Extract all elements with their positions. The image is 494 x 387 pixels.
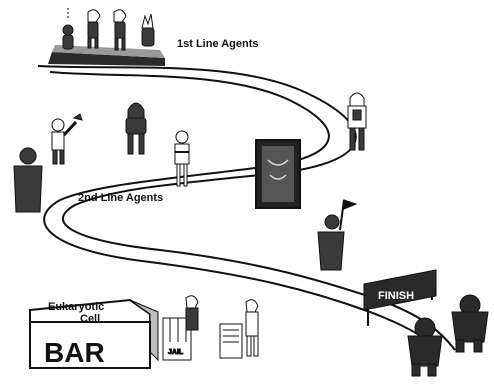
agent-flag-bearer xyxy=(317,199,358,271)
building-label-top: Eukaryotic xyxy=(48,301,104,313)
building: Eukaryotic Cell BAR xyxy=(29,298,159,369)
first-line-agent-1 xyxy=(62,8,74,50)
finish-monsters xyxy=(407,294,489,377)
ramp-shadow xyxy=(52,45,165,58)
label-first-line-agents: 1st Line Agents xyxy=(177,38,259,50)
race-track xyxy=(37,65,456,353)
cart-agent xyxy=(245,299,259,357)
agent-large-dark xyxy=(13,147,43,213)
building-label-mid: Cell xyxy=(80,313,100,325)
jail-area: JAIL xyxy=(162,295,259,361)
cart-icon xyxy=(219,323,243,359)
building-sign: BAR xyxy=(44,337,105,368)
agent-arms-crossed xyxy=(174,130,190,187)
first-line-agent-3 xyxy=(113,9,127,51)
label-second-line-agents: 2nd Line Agents xyxy=(78,192,163,204)
monster-icon xyxy=(451,294,489,353)
agent-raised-arm xyxy=(51,113,83,165)
first-line-agent-4 xyxy=(141,13,155,47)
start-ramp xyxy=(48,45,165,66)
first-line-agents xyxy=(62,8,155,51)
first-line-agent-2 xyxy=(87,9,101,49)
agent-robot xyxy=(347,92,367,151)
building-front xyxy=(29,321,151,369)
finish-label: FINISH xyxy=(378,290,414,302)
jail-agent xyxy=(185,295,199,331)
track-outer-edge xyxy=(37,65,456,351)
monster-icon-2 xyxy=(407,317,443,377)
agent-hooded xyxy=(125,102,147,155)
ramp-wedge xyxy=(48,52,165,66)
track-inner-edge xyxy=(43,71,441,353)
jail-label: JAIL xyxy=(168,349,184,356)
finish-sign-icon: FINISH xyxy=(363,269,437,326)
flag-icon xyxy=(343,199,358,210)
middle-agents xyxy=(13,92,367,271)
door-icon xyxy=(255,139,301,209)
